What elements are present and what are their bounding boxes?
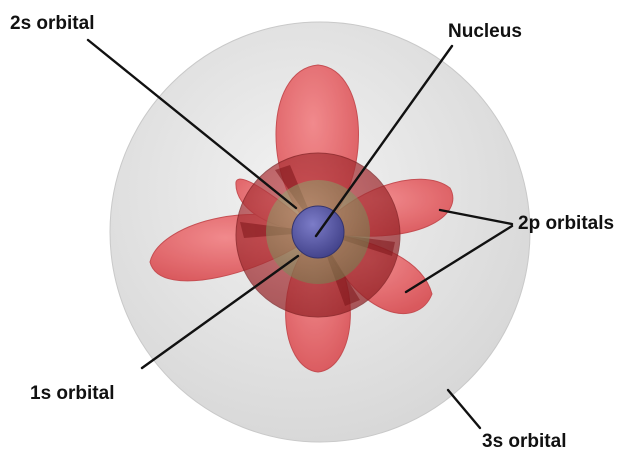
nucleus-label: Nucleus (448, 21, 522, 42)
2s-orbital-label: 2s orbital (10, 13, 95, 34)
3s-orbital-label: 3s orbital (482, 431, 567, 452)
2p-orbitals-label: 2p orbitals (518, 213, 615, 234)
2s-leader-line (86, 38, 298, 210)
2p-leader-line-upper (438, 208, 514, 226)
2p-leader-line-lower (404, 224, 514, 294)
3s-leader-line (446, 388, 482, 430)
leader-lines (86, 38, 514, 430)
1s-leader-line (140, 254, 300, 370)
1s-orbital-label: 1s orbital (30, 383, 115, 404)
nucleus-leader-line (314, 44, 454, 238)
